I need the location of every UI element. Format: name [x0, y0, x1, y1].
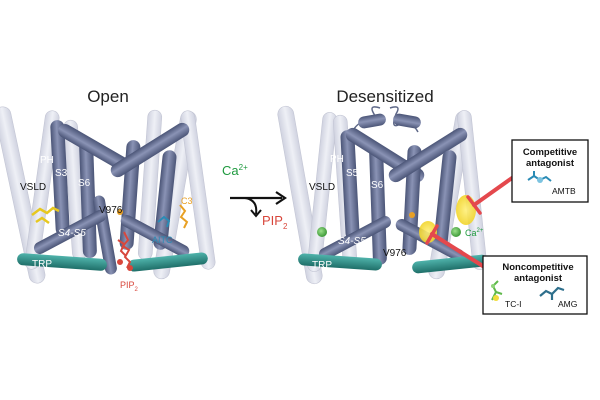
desensitized-top-helix-left [358, 113, 386, 129]
open-label-s6: S6 [78, 178, 91, 189]
noncompetitive-compound1-label: TC-I [505, 299, 522, 309]
open-label-s3: S3 [55, 168, 68, 179]
open-labels: PH S3 S6 S4-S5 TRP [32, 155, 91, 270]
desensitized-panel: Desensitized [277, 87, 488, 285]
open-panel: Open [0, 87, 216, 293]
transition: Ca2+ PIP2 [222, 163, 288, 231]
open-label-aitc: AITC [152, 235, 173, 245]
open-label-vsld: VSLD [20, 182, 46, 193]
noncompetitive-inhibition-arrow [425, 224, 488, 270]
open-label-v976: V976 [99, 205, 123, 216]
transition-arrow-head [275, 191, 287, 205]
competitive-title-line1: Competitive [523, 147, 577, 158]
amg-molecule-icon [539, 286, 565, 300]
noncompetitive-title-line1: Noncompetitive [502, 262, 573, 273]
open-label-s4s5: S4-S5 [58, 228, 86, 239]
open-aitc-ligand [157, 215, 171, 228]
desensitized-ca-ion-right [451, 227, 461, 237]
competitive-inhibition-arrow [466, 176, 514, 215]
desensitized-labels: PH S5 S6 S4-S5 TRP [312, 154, 384, 271]
open-label-trp: TRP [32, 259, 52, 270]
transition-ca-label: Ca2+ [222, 163, 248, 178]
competitive-title-line2: antagonist [526, 158, 575, 169]
open-label-pip2: PIP2 [120, 280, 139, 293]
noncompetitive-antagonist-box: Noncompetitive antagonist TC-I AMG [482, 255, 588, 315]
desensitized-label-vsld: VSLD [309, 182, 335, 193]
open-trp-helices [17, 252, 208, 272]
transition-branch-head [250, 209, 262, 218]
desensitized-noncompetitive-site [419, 221, 437, 243]
desensitized-label-s6: S6 [371, 180, 384, 191]
desensitized-title: Desensitized [336, 87, 433, 106]
desensitized-label-s4s5: S4-S5 [338, 236, 366, 247]
open-label-c3: C3 [181, 196, 193, 206]
competitive-antagonist-box: Competitive antagonist AMTB [511, 139, 589, 203]
transition-pip2-label: PIP2 [262, 213, 288, 231]
competitive-compound-label: AMTB [552, 186, 576, 196]
desensitized-label-ph: PH [330, 154, 344, 165]
open-label-ph: PH [40, 155, 54, 166]
open-title: Open [87, 87, 129, 106]
desensitized-competitive-site [456, 195, 476, 225]
amtb-molecule-icon [527, 171, 552, 183]
open-c3-ligand [179, 204, 189, 229]
desensitized-v976-marker [409, 212, 415, 218]
open-pip2-ligand [117, 231, 133, 271]
open-v976-marker [117, 209, 123, 215]
desensitized-label-s5: S5 [346, 168, 359, 179]
noncompetitive-compound2-label: AMG [558, 299, 577, 309]
transition-branch-arrow [244, 197, 258, 215]
tc-i-molecule-icon [491, 280, 503, 301]
desensitized-label-v976: V976 [383, 248, 407, 259]
desensitized-ca-ion-left [317, 227, 327, 237]
desensitized-label-trp: TRP [312, 260, 332, 271]
open-yellow-ligand [31, 206, 60, 225]
desensitized-top-helix-right [393, 113, 421, 129]
desensitized-label-ca: Ca2+ [465, 228, 484, 238]
open-main-helices [33, 120, 190, 275]
noncompetitive-title-line2: antagonist [514, 273, 563, 284]
